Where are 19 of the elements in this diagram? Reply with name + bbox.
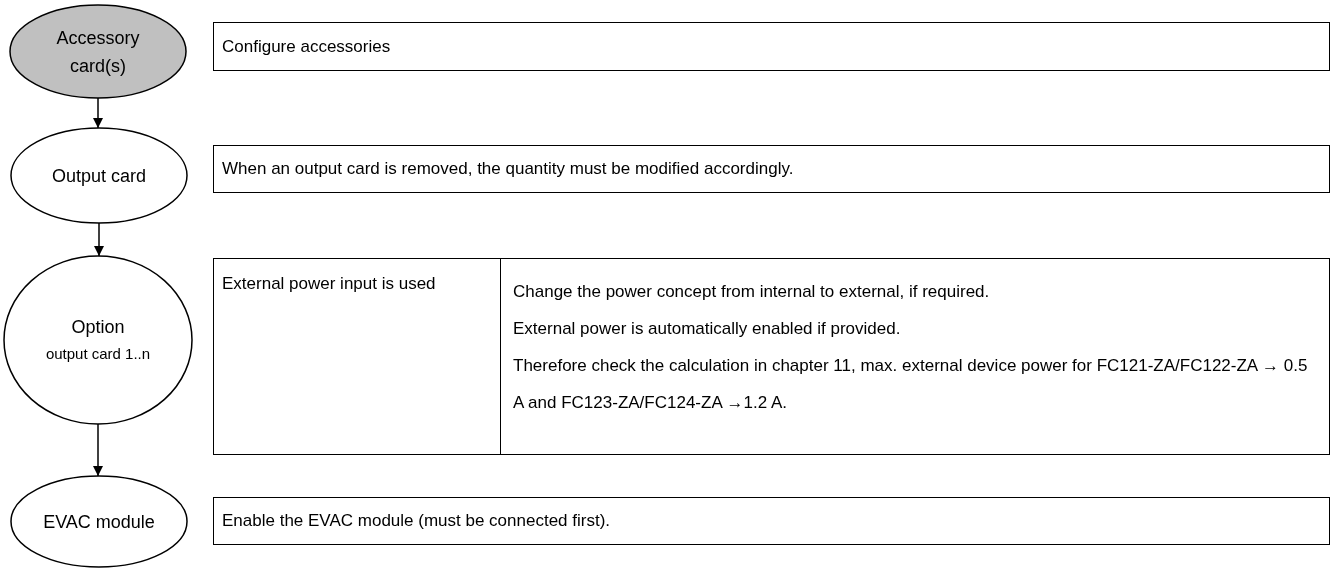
node-label: Accessory card(s)	[55, 26, 141, 78]
node-label: Option	[71, 316, 125, 339]
note-text: Enable the EVAC module (must be connected first).	[222, 511, 611, 531]
note-box	[213, 145, 1330, 193]
arrow	[93, 97, 103, 129]
note-box	[213, 22, 1330, 71]
note-text: When an output card is removed, the quantity must be modified accordingly.	[222, 159, 794, 179]
node-label: EVAC module	[43, 510, 155, 534]
note-table	[213, 258, 1330, 455]
note-box	[213, 497, 1330, 545]
condition-text: External power input is used	[222, 273, 437, 294]
node-label: Output card	[51, 164, 147, 188]
note-text: Configure accessories	[222, 36, 391, 57]
arrow	[93, 423, 103, 477]
instruction-text: External power is automatically enabled if provided.	[513, 318, 902, 340]
node-label: output card 1..n	[45, 344, 151, 364]
arrow	[94, 222, 104, 257]
instruction-text: Therefore check the calculation in chapter 11, max. external device power for FC121-ZA/FC122-ZA → 0.5 A and FC123-ZA/FC124-ZA →1.2 A.	[513, 355, 1309, 414]
instruction-text: Change the power concept from internal to external, if required.	[513, 281, 991, 303]
